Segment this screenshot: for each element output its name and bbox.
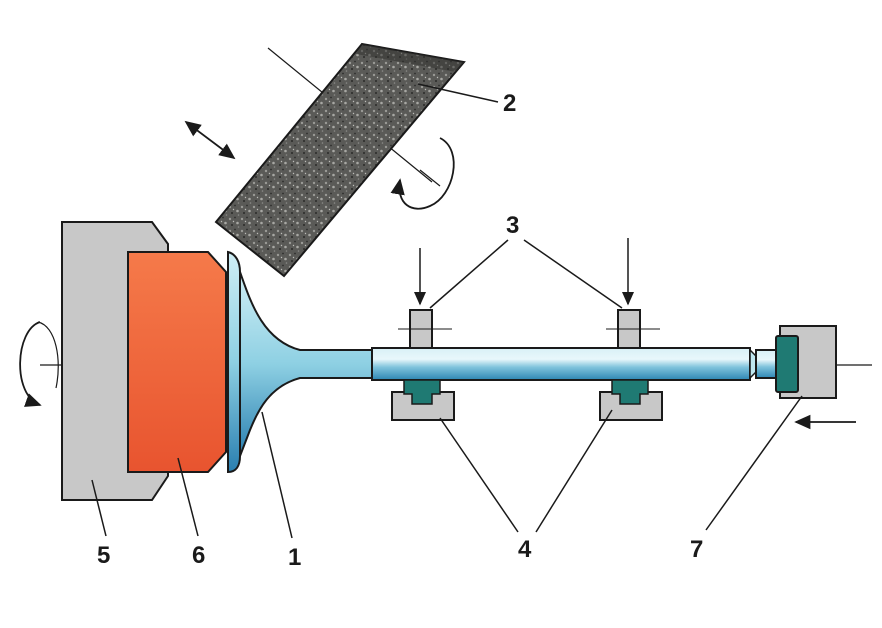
- label-5: 5: [97, 542, 111, 569]
- leader-7: [705, 395, 803, 531]
- support-left: [391, 379, 455, 421]
- tailstock-center: [775, 335, 799, 393]
- leader-3a: [429, 239, 509, 309]
- label-4: 4: [518, 536, 532, 563]
- label-7: 7: [690, 536, 704, 563]
- wheel-rotation-arrow: [390, 137, 455, 210]
- label-2: 2: [503, 90, 517, 117]
- chuck-rotation-arrow: [19, 321, 42, 407]
- wheel-feed-arrow: [184, 120, 236, 160]
- valve-stem: [371, 347, 751, 381]
- label-3: 3: [506, 212, 520, 239]
- steady-rest-left: [398, 248, 452, 349]
- leader-3b: [523, 239, 623, 309]
- grinding-wheel: [214, 42, 466, 278]
- support-right: [599, 379, 663, 421]
- leader-4a: [439, 417, 519, 533]
- leader-2: [417, 83, 499, 103]
- label-1: 1: [288, 544, 302, 571]
- leader-5: [91, 479, 107, 537]
- chuck-jaw: [127, 251, 227, 473]
- leader-1: [261, 411, 293, 539]
- steady-rest-right: [606, 238, 660, 349]
- leader-6: [177, 457, 199, 537]
- label-6: 6: [192, 542, 206, 569]
- valve-fillet: [239, 271, 373, 457]
- leader-4b: [535, 409, 613, 533]
- valve-head: [227, 250, 241, 474]
